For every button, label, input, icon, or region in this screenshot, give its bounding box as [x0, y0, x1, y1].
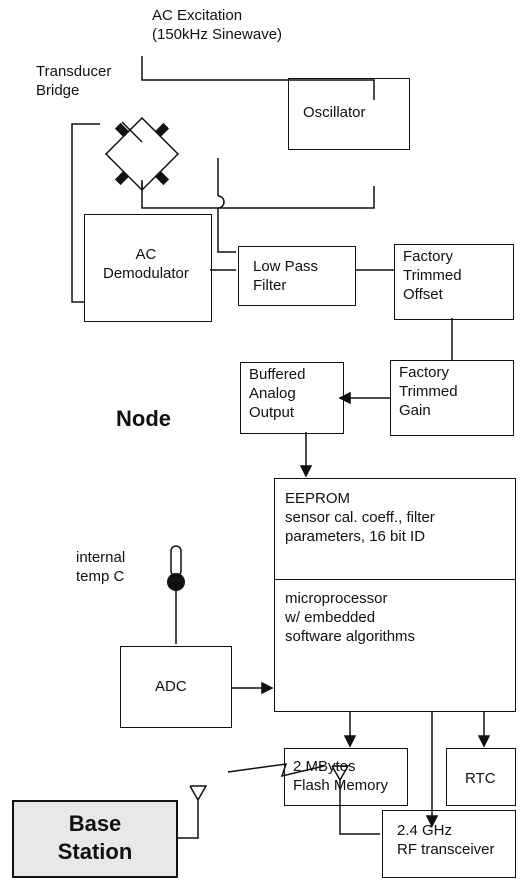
bridge-left-wire [71, 123, 100, 303]
low-pass-label: Low Pass Filter [253, 258, 319, 294]
processor-block: EEPROM sensor cal. coeff., filter parame… [274, 478, 516, 712]
excitation-label: AC Excitation (150kHz Sinewave) [152, 7, 283, 43]
flash-block: 2 MBytes Flash Memory [284, 748, 408, 806]
low-pass-block: Low Pass Filter [238, 246, 356, 306]
rf-antenna-wire [339, 778, 380, 835]
micro-label: microprocessor w/ embedded software algo… [285, 590, 416, 645]
offset-label: Factory Trimmed Offset [403, 248, 462, 303]
transducer-bridge [104, 116, 180, 192]
oscillator-block: Oscillator [288, 78, 410, 150]
buffered-label: Buffered Analog Output [249, 366, 306, 421]
excitation-wire [141, 56, 375, 100]
thermometer-icon [167, 545, 185, 591]
gain-block: Factory Trimmed Gain [390, 360, 514, 436]
rf-block: 2.4 GHz RF transceiver [382, 810, 516, 878]
bridge-top-left-wire [121, 121, 143, 143]
rtc-label: RTC [465, 770, 496, 787]
temp-label: internal temp C [76, 549, 126, 585]
base-antenna-wire [176, 798, 199, 839]
node-label: Node [116, 406, 171, 431]
base-station: Base Station [12, 800, 178, 878]
buffered-block: Buffered Analog Output [240, 362, 344, 434]
rtc-block: RTC [446, 748, 516, 806]
offset-block: Factory Trimmed Offset [394, 244, 514, 320]
gain-label: Factory Trimmed Gain [399, 364, 458, 419]
bridge-label: Transducer Bridge [36, 63, 112, 99]
eeprom-divider [275, 579, 515, 580]
eeprom-label: EEPROM sensor cal. coeff., filter parame… [285, 490, 435, 545]
oscillator-label: Oscillator [303, 104, 366, 121]
demodulator-block: AC Demodulator [84, 214, 212, 322]
rf-label: 2.4 GHz RF transceiver [397, 822, 495, 858]
demodulator-label: AC Demodulator [103, 246, 189, 282]
adc-block: ADC [120, 646, 232, 728]
oscillator-return-wire [141, 180, 375, 209]
flash-label: 2 MBytes Flash Memory [293, 758, 389, 794]
adc-label: ADC [155, 678, 187, 695]
